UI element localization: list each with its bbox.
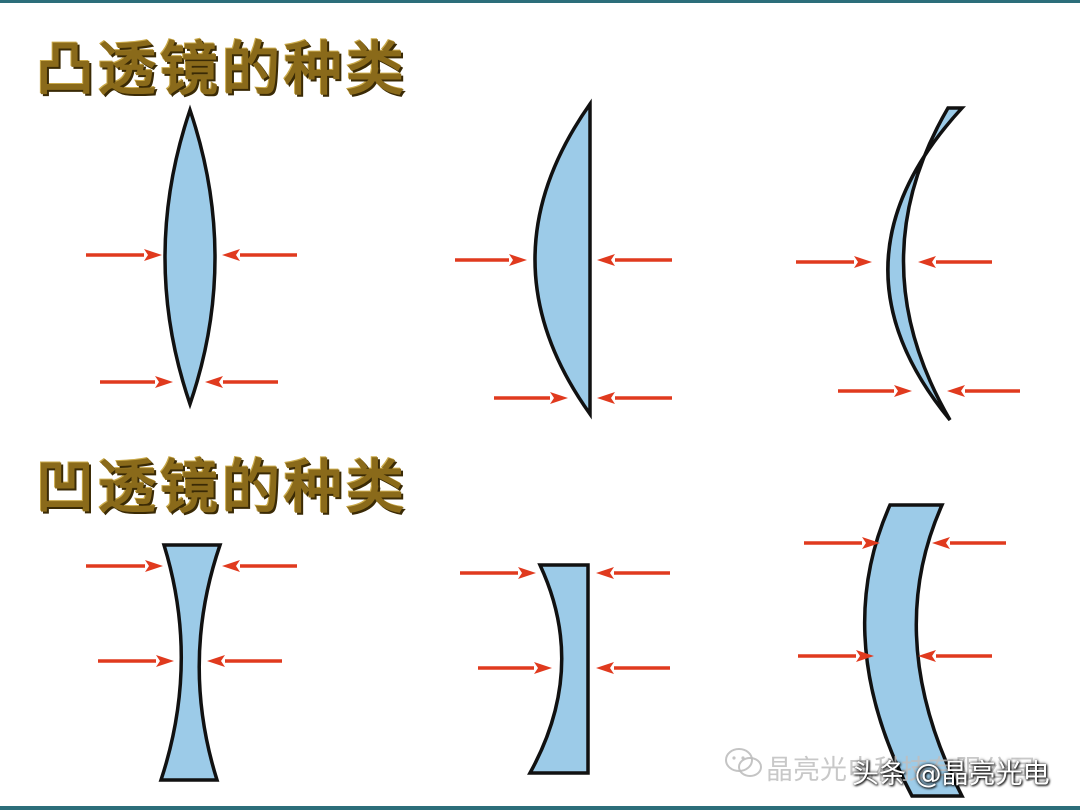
concave-lens-heading: 凹透镜的种类 — [36, 453, 409, 521]
negative-meniscus-lens — [862, 503, 965, 798]
positive-meniscus-lens — [886, 106, 966, 422]
ray-arrowhead — [155, 376, 173, 388]
ray-arrowhead — [918, 256, 936, 268]
biconcave-lens — [158, 543, 223, 782]
ray-arrowhead — [534, 662, 552, 674]
ray-arrowhead — [854, 256, 872, 268]
watermark-text: 晶亮光电科技有限公司 — [766, 755, 1036, 786]
ray-arrowhead — [932, 537, 950, 549]
incident-rays — [86, 249, 1020, 674]
plano-convex-lens — [533, 98, 592, 420]
ray-arrowhead — [894, 385, 912, 397]
ray-arrowhead — [156, 655, 174, 667]
ray-arrowhead — [597, 392, 615, 404]
ray-arrowhead — [947, 385, 965, 397]
ray-arrowhead — [918, 650, 936, 662]
bottom-border — [0, 806, 1080, 810]
ray-arrowhead — [144, 249, 162, 261]
wechat-icon — [725, 748, 762, 777]
ray-arrowhead — [145, 560, 163, 572]
ray-arrowhead — [856, 650, 874, 662]
plano-concave-lens — [527, 563, 590, 775]
ray-arrowhead — [205, 376, 223, 388]
ray-arrowhead — [596, 567, 614, 579]
credit-text: 头条 @晶亮光电 — [852, 759, 1050, 790]
ray-arrowhead — [518, 567, 536, 579]
ray-arrowhead — [596, 662, 614, 674]
convex-lens-heading: 凸透镜的种类 — [36, 35, 409, 103]
ray-arrowhead — [550, 392, 568, 404]
biconvex-lens — [163, 104, 217, 410]
ray-arrowhead — [862, 537, 880, 549]
ray-arrowhead — [509, 254, 527, 266]
ray-arrowhead — [222, 560, 240, 572]
ray-arrowhead — [597, 254, 615, 266]
ray-arrowhead — [207, 655, 225, 667]
ray-arrowhead — [222, 249, 240, 261]
top-border — [0, 0, 1080, 3]
